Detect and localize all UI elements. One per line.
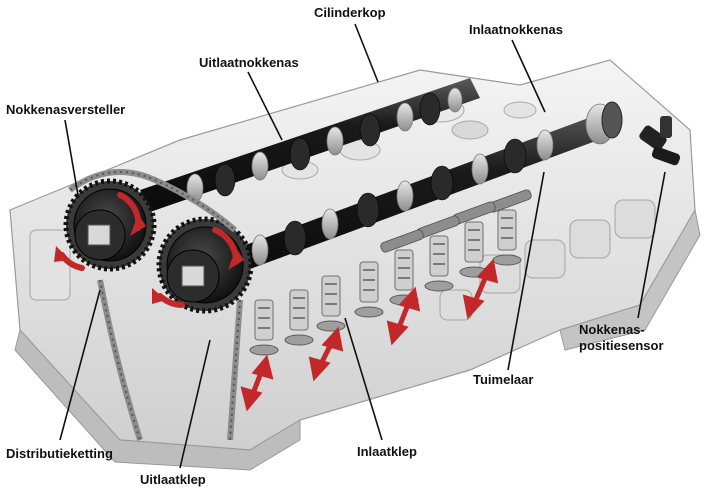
label-inlaatnokkenas: Inlaatnokkenas [469, 22, 563, 37]
leader-lines [59, 23, 666, 469]
label-nokkenasversteller: Nokkenasversteller [6, 102, 126, 117]
cam-phaser-intake [156, 216, 254, 314]
label-nokkenas-positiesensor: Nokkenas- positiesensor [579, 322, 664, 354]
valve-train [249, 189, 532, 356]
timing-chain-links [69, 171, 241, 441]
label-distributieketting: Distributieketting [6, 446, 113, 461]
label-uitlaatnokkenas: Uitlaatnokkenas [199, 55, 299, 70]
rotation-arrowheads [54, 214, 244, 304]
label-nokkenas-line1: Nokkenas- [579, 322, 645, 337]
label-uitlaatklep: Uitlaatklep [140, 472, 206, 487]
label-cilinderkop: Cilinderkop [314, 5, 386, 20]
intake-camshaft [205, 101, 623, 282]
cam-position-sensor [639, 116, 681, 166]
exhaust-camshaft [140, 78, 480, 212]
label-tuimelaar: Tuimelaar [473, 372, 534, 387]
label-inlaatklep: Inlaatklep [357, 444, 417, 459]
label-nokkenas-line2: positiesensor [579, 338, 664, 353]
valve-motion-arrows [240, 258, 499, 412]
